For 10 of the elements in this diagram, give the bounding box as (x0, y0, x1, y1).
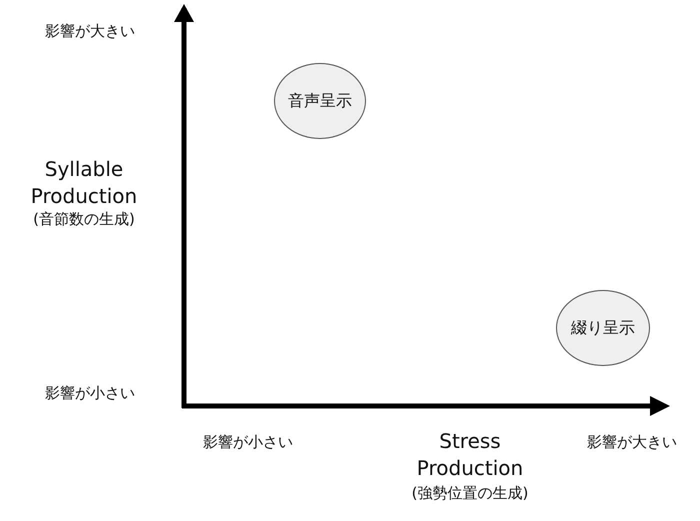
axis-title: Stress Production (416, 428, 524, 482)
axis-label: 影響が小さい (203, 433, 293, 452)
axis-label: 影響が大きい (587, 433, 677, 452)
axis-label: 影響が大きい (45, 22, 135, 41)
node-label: 綴り呈示 (571, 318, 635, 338)
axis-title: Syllable Production (30, 156, 138, 210)
axis-label: 影響が小さい (45, 384, 135, 403)
axis-label: (音節数の生成) (33, 210, 135, 229)
axis-label: (強勢位置の生成) (412, 484, 528, 503)
node-label: 音声呈示 (288, 90, 352, 112)
